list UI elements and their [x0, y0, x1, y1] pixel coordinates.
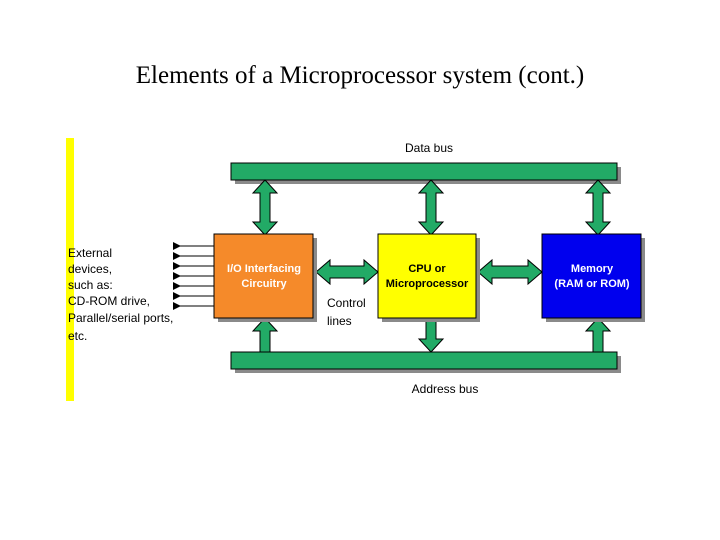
external-devices-line: etc. — [68, 329, 87, 343]
memory-address-bus-arrow — [584, 317, 612, 353]
io-cpu-arrow — [315, 258, 379, 286]
address-bus-label: Address bus — [412, 382, 479, 396]
memory-data-bus-arrow — [584, 179, 612, 236]
cpu-block-label-line1: CPU or — [408, 263, 446, 275]
external-devices-line: Parallel/serial ports, — [68, 311, 173, 325]
io-address-bus-arrow — [251, 317, 279, 353]
control-lines-label-line1: Control — [327, 296, 366, 310]
cpu-data-bus-arrow — [417, 179, 445, 236]
external-devices-line: devices, — [68, 262, 112, 276]
io-block-label-line2: Circuitry — [241, 278, 287, 290]
memory-block-label-line2: (RAM or ROM) — [554, 278, 629, 290]
data-bus-label: Data bus — [405, 141, 453, 155]
external-device-arrows — [173, 242, 214, 310]
cpu-block-label-line2: Microprocessor — [386, 278, 469, 290]
data-bus — [230, 162, 618, 181]
cpu-address-bus-arrow — [417, 317, 445, 353]
cpu-memory-arrow — [477, 258, 543, 286]
memory-block-label-line1: Memory — [571, 263, 614, 275]
io-block-label-line1: I/O Interfacing — [227, 263, 301, 275]
address-bus — [230, 351, 618, 370]
external-devices-text: External devices, such as: CD-ROM drive,… — [68, 246, 173, 343]
io-interfacing-block — [213, 233, 314, 319]
slide-title: Elements of a Microprocessor system (con… — [135, 62, 585, 89]
external-devices-line: CD-ROM drive, — [68, 294, 150, 308]
cpu-block — [377, 233, 477, 319]
io-data-bus-arrow — [251, 179, 279, 236]
control-lines-label-line2: lines — [327, 314, 352, 328]
accent-bar — [66, 138, 74, 401]
memory-block — [541, 233, 642, 319]
external-devices-line: such as: — [68, 278, 113, 292]
external-devices-line: External — [68, 246, 112, 260]
